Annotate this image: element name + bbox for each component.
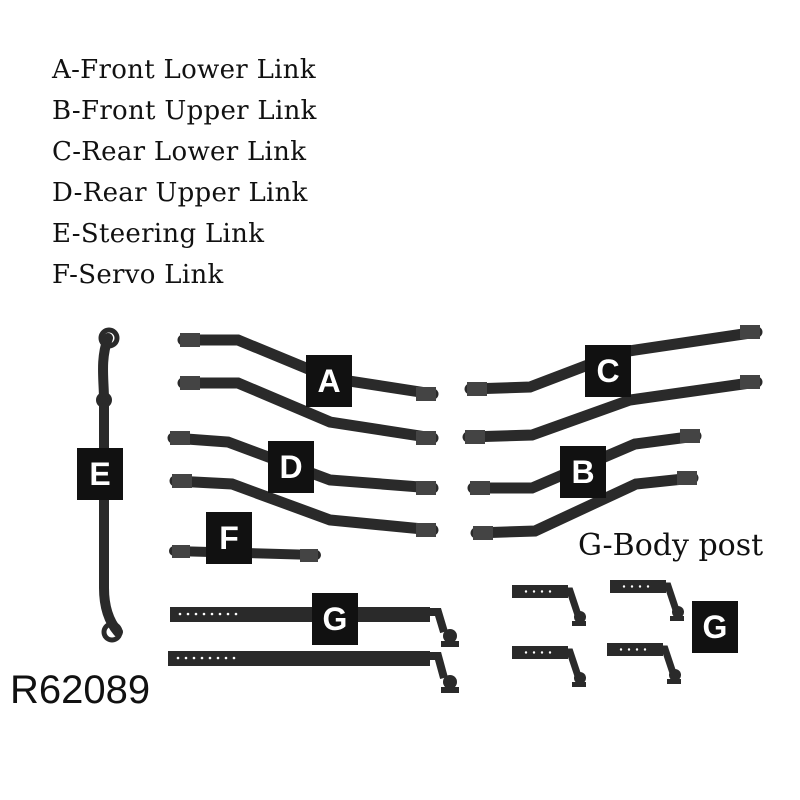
front-lower-links-a xyxy=(177,333,439,445)
label-c: C xyxy=(585,345,631,397)
body-post-caption: G-Body post xyxy=(578,528,764,563)
steering-link-e xyxy=(96,327,123,643)
body-posts-long-g xyxy=(168,607,459,693)
label-a: A xyxy=(306,355,352,407)
legend-item-servo-link: F-Servo Link xyxy=(52,260,224,290)
label-d: D xyxy=(268,441,314,493)
label-b: B xyxy=(560,446,606,498)
legend-item-front-upper-link: B-Front Upper Link xyxy=(52,96,317,126)
legend-item-rear-upper-link: D-Rear Upper Link xyxy=(52,178,308,208)
label-e: E xyxy=(77,448,123,500)
label-g-long: G xyxy=(312,593,358,645)
legend-item-steering-link: E-Steering Link xyxy=(52,219,265,249)
model-number: R62089 xyxy=(10,668,151,712)
parts-legend: A-Front Lower Link B-Front Upper Link C-… xyxy=(52,52,317,298)
label-g-short: G xyxy=(692,601,738,653)
label-f: F xyxy=(206,512,252,564)
rear-lower-links-c xyxy=(462,325,763,444)
legend-item-rear-lower-link: C-Rear Lower Link xyxy=(52,137,307,167)
body-posts-short-g xyxy=(512,580,684,687)
legend-item-front-lower-link: A-Front Lower Link xyxy=(52,55,316,85)
